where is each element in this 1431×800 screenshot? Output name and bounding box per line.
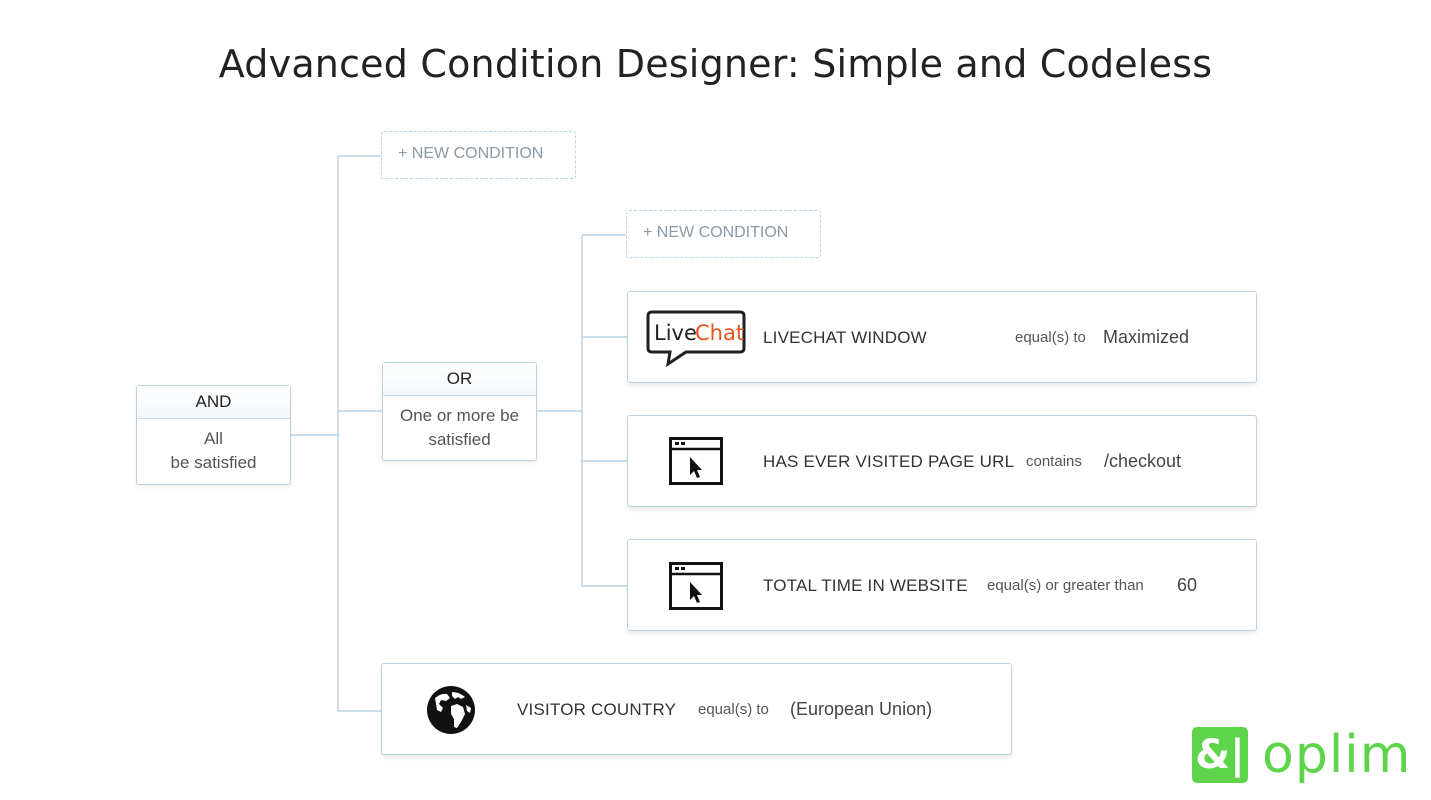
condition-operator: equal(s) to [1015, 329, 1086, 346]
oplim-logo: &| oplim [1192, 727, 1411, 783]
condition-operator: equal(s) or greater than [987, 577, 1144, 594]
browser-cursor-icon [669, 437, 723, 485]
condition-value: /checkout [1104, 451, 1182, 471]
and-group-node[interactable]: AND All be satisfied [136, 385, 291, 485]
or-group-desc-line2: satisfied [428, 430, 491, 449]
browser-cursor-icon [669, 562, 723, 610]
page-title: Advanced Condition Designer: Simple and … [218, 42, 1213, 86]
livechat-logo-live: Live [654, 321, 697, 345]
and-group-desc-line2: be satisfied [170, 453, 257, 472]
condition-operator: contains [1026, 453, 1082, 470]
condition-operator: equal(s) to [698, 701, 769, 718]
or-group-header: OR [383, 363, 536, 396]
and-group-header: AND [137, 386, 290, 419]
condition-visited-page-url[interactable]: HAS EVER VISITED PAGE URL contains /chec… [627, 415, 1257, 507]
livechat-logo-chat: Chat [695, 321, 744, 345]
globe-icon [427, 686, 475, 734]
condition-value: Maximized [1103, 327, 1190, 347]
new-condition-button-and[interactable]: + NEW CONDITION [381, 131, 576, 179]
condition-visitor-country[interactable]: VISITOR COUNTRY equal(s) to (European Un… [381, 663, 1012, 755]
or-group-node[interactable]: OR One or more be satisfied [382, 362, 537, 461]
livechat-logo-icon: Live Chat [646, 310, 746, 368]
and-group-desc-line1: All [204, 429, 223, 448]
oplim-logo-word: oplim [1262, 725, 1412, 785]
condition-livechat-window[interactable]: Live Chat LIVECHAT WINDOW equal(s) to Ma… [627, 291, 1257, 383]
oplim-logo-mark: &| [1192, 727, 1248, 783]
condition-field: VISITOR COUNTRY [517, 700, 677, 719]
condition-value: (European Union) [790, 699, 933, 719]
condition-field: LIVECHAT WINDOW [763, 328, 927, 347]
condition-field: HAS EVER VISITED PAGE URL [763, 452, 1015, 471]
condition-total-time[interactable]: TOTAL TIME IN WEBSITE equal(s) or greate… [627, 539, 1257, 631]
new-condition-button-or[interactable]: + NEW CONDITION [626, 210, 821, 258]
condition-value: 60 [1177, 575, 1198, 595]
condition-field: TOTAL TIME IN WEBSITE [763, 576, 968, 595]
or-group-desc-line1: One or more be [399, 406, 520, 425]
